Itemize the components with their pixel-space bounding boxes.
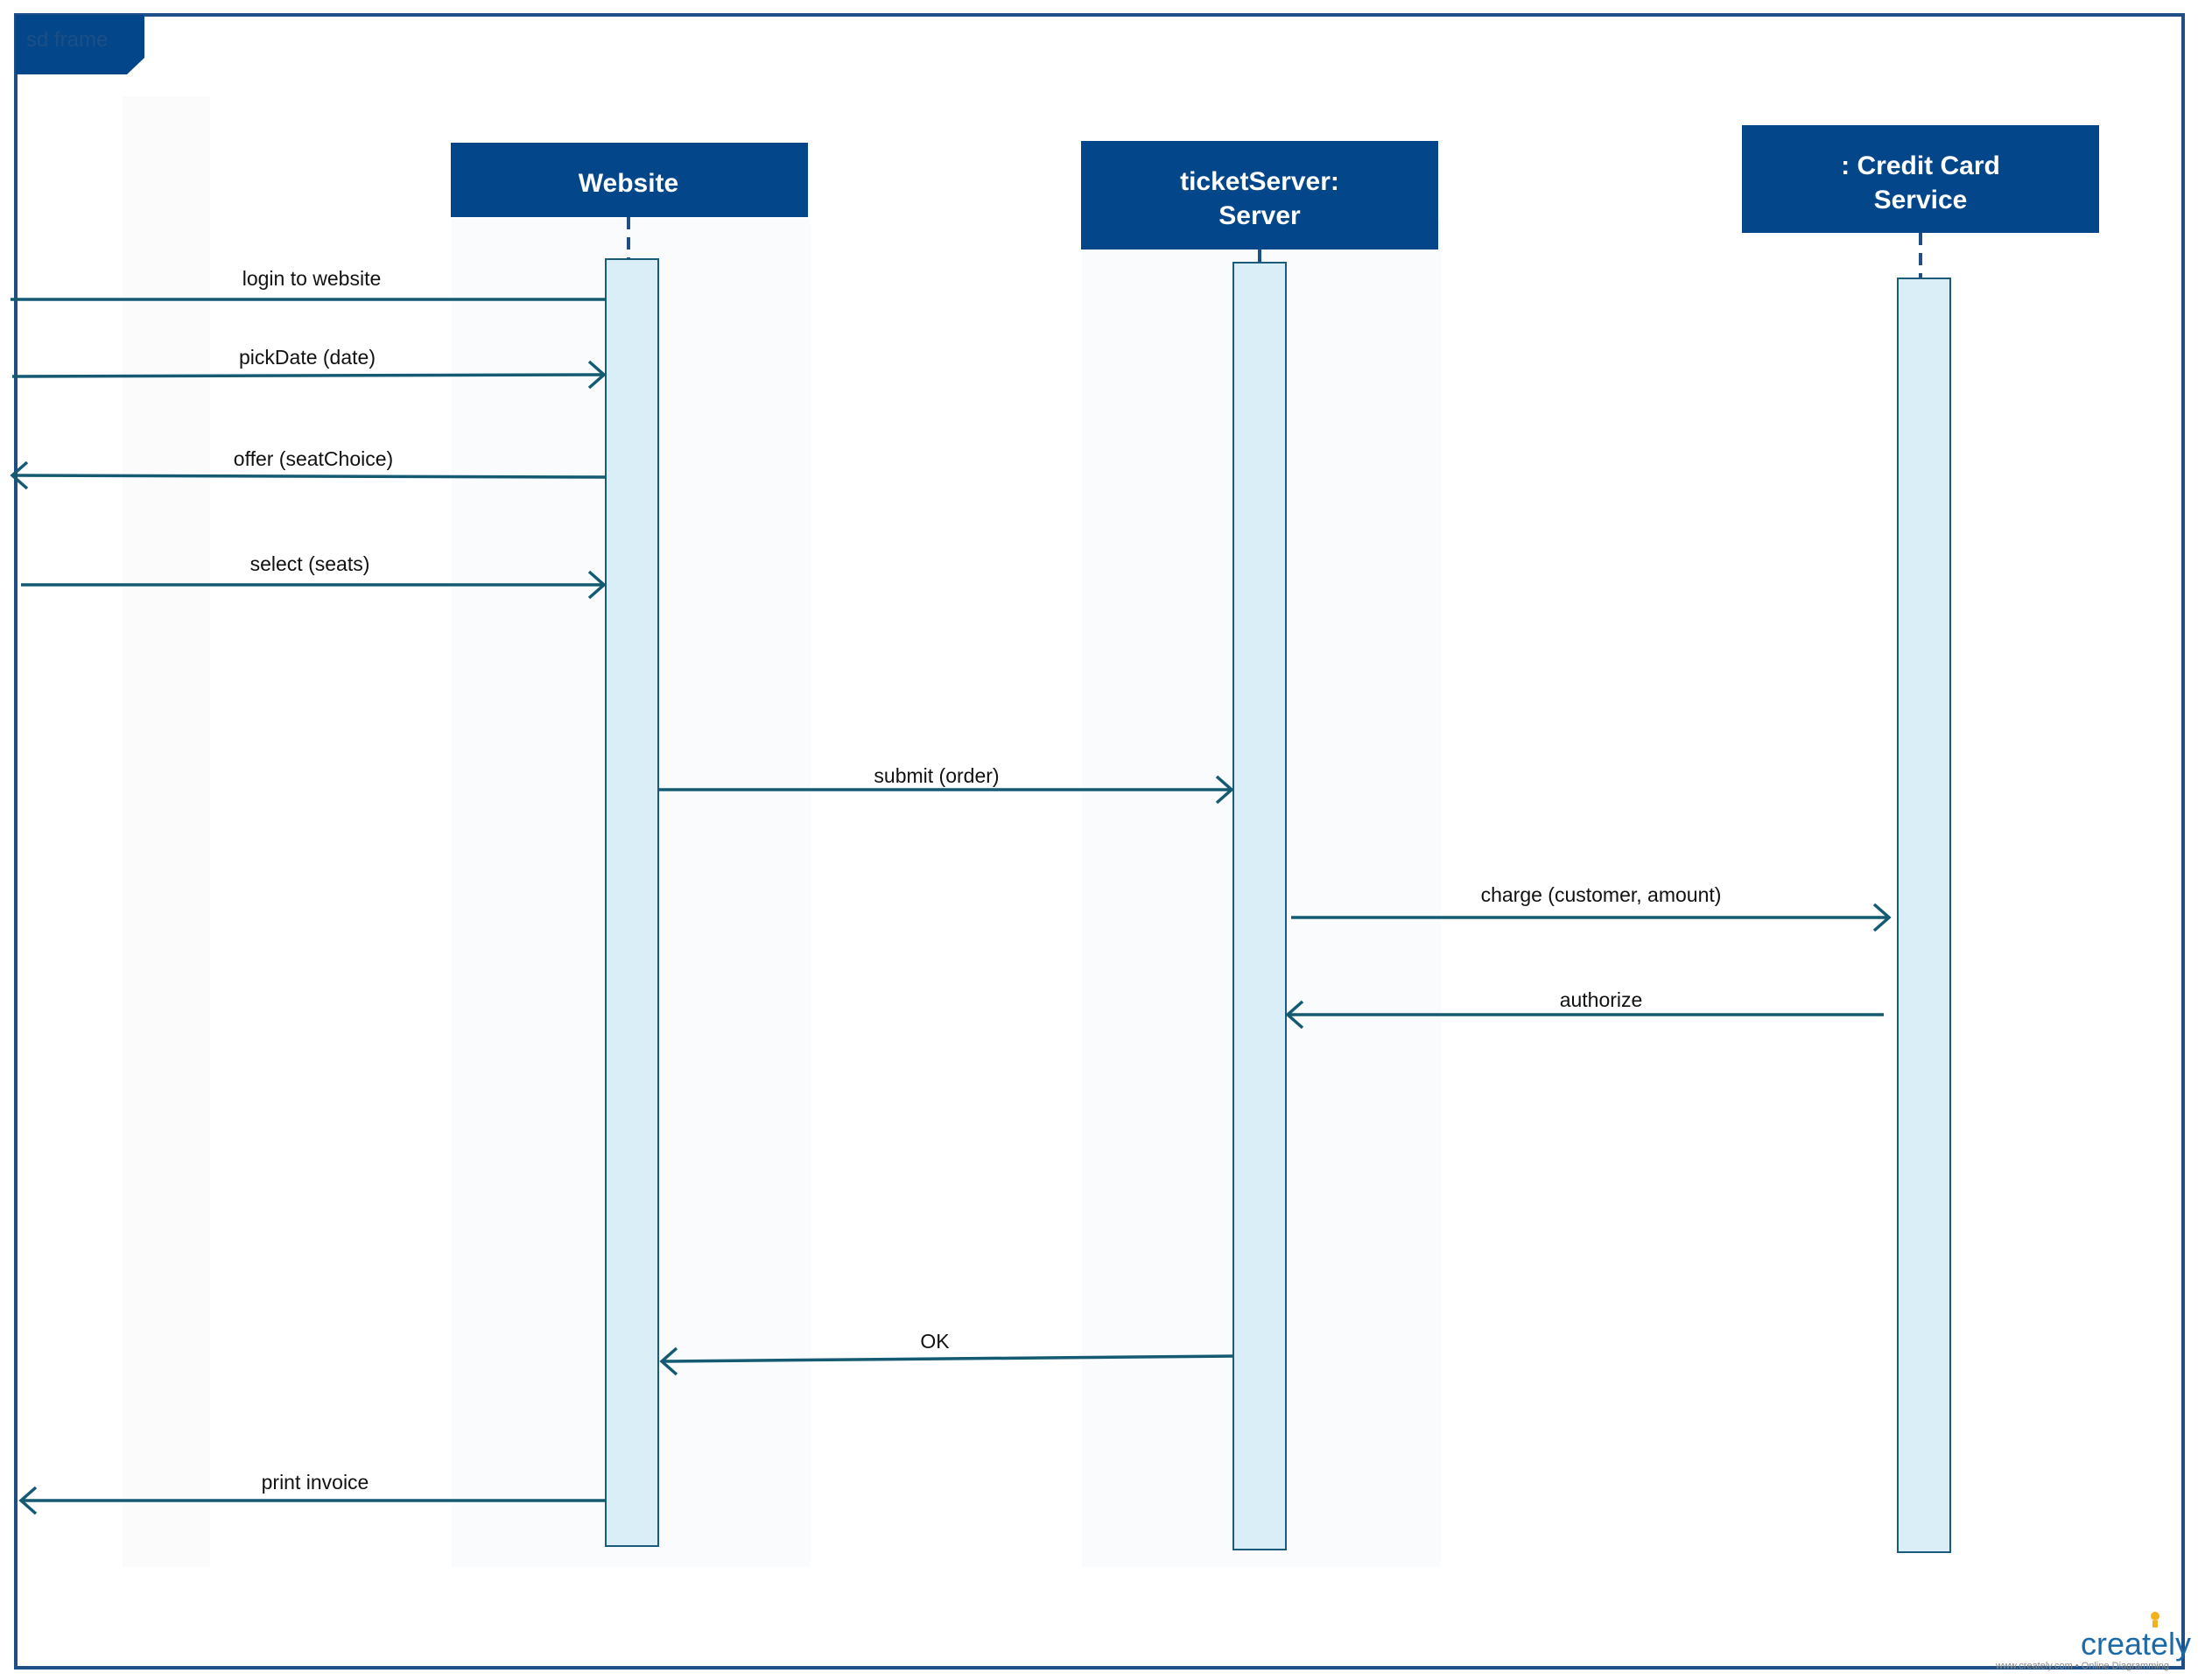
lifeline-website: Website xyxy=(451,143,808,1547)
lifeline-ticket-server-label-line2: Server xyxy=(1218,201,1301,230)
lifeline-website-header[interactable] xyxy=(451,143,808,217)
arrowhead-open-icon xyxy=(10,460,29,490)
frame-label: sd frame xyxy=(26,28,108,52)
lifeline-ticket-server-header[interactable] xyxy=(1081,141,1438,250)
message-authorize: authorize xyxy=(1285,988,1884,1030)
lifeline-credit-card-service: : Credit Card Service xyxy=(1742,125,2099,1553)
arrowhead-open-icon xyxy=(18,1486,38,1515)
message-label: submit (order) xyxy=(874,764,999,787)
message-label: charge (customer, amount) xyxy=(1481,883,1722,906)
lightbulb-icon xyxy=(2151,1612,2159,1620)
message-label: authorize xyxy=(1560,988,1643,1011)
arrowhead-open-icon xyxy=(1285,1000,1304,1030)
message-charge: charge (customer, amount) xyxy=(1291,883,1892,932)
creately-watermark: creately www.creately.com • Online Diagr… xyxy=(1995,1612,2191,1671)
message-submit-order: submit (order) xyxy=(658,764,1234,805)
message-label: pickDate (date) xyxy=(239,346,376,369)
arrowhead-open-icon xyxy=(587,360,607,390)
activation-bar-ticket-server xyxy=(1232,262,1287,1550)
activation-bar-credit-card-service xyxy=(1897,278,1951,1553)
activation-bar-website xyxy=(605,258,659,1547)
arrowhead-open-icon xyxy=(1872,903,1892,932)
arrowhead-open-icon xyxy=(659,1346,678,1376)
lifeline-credit-card-service-header[interactable] xyxy=(1742,125,2099,233)
message-label: login to website xyxy=(242,267,382,290)
lifeline-website-label: Website xyxy=(579,169,678,198)
message-ok: OK xyxy=(659,1330,1234,1376)
creately-logo: creately xyxy=(2081,1626,2191,1662)
arrowhead-open-icon xyxy=(587,570,607,600)
frame-border xyxy=(14,13,2185,1669)
message-label: select (seats) xyxy=(250,552,370,575)
lifeline-credit-card-service-label-line1: : Credit Card xyxy=(1841,151,2000,180)
arrowhead-open-icon xyxy=(1215,775,1234,805)
creately-tagline: www.creately.com • Online Diagramming xyxy=(1995,1661,2169,1671)
lifeline-credit-card-service-label-line2: Service xyxy=(1874,186,1968,214)
lifeline-ticket-server: ticketServer: Server xyxy=(1081,141,1438,1550)
message-label: offer (seatChoice) xyxy=(234,447,393,470)
lifeline-ticket-server-label-line1: ticketServer: xyxy=(1180,167,1339,196)
frame-tab xyxy=(16,15,144,74)
message-pick-date: pickDate (date) xyxy=(11,346,607,390)
message-label: print invoice xyxy=(262,1471,369,1494)
message-select-seats: select (seats) xyxy=(21,552,607,600)
message-label: OK xyxy=(920,1330,950,1353)
message-print-invoice: print invoice xyxy=(18,1471,606,1515)
message-login-to-website: login to website xyxy=(11,267,606,301)
message-offer: offer (seatChoice) xyxy=(10,447,607,490)
